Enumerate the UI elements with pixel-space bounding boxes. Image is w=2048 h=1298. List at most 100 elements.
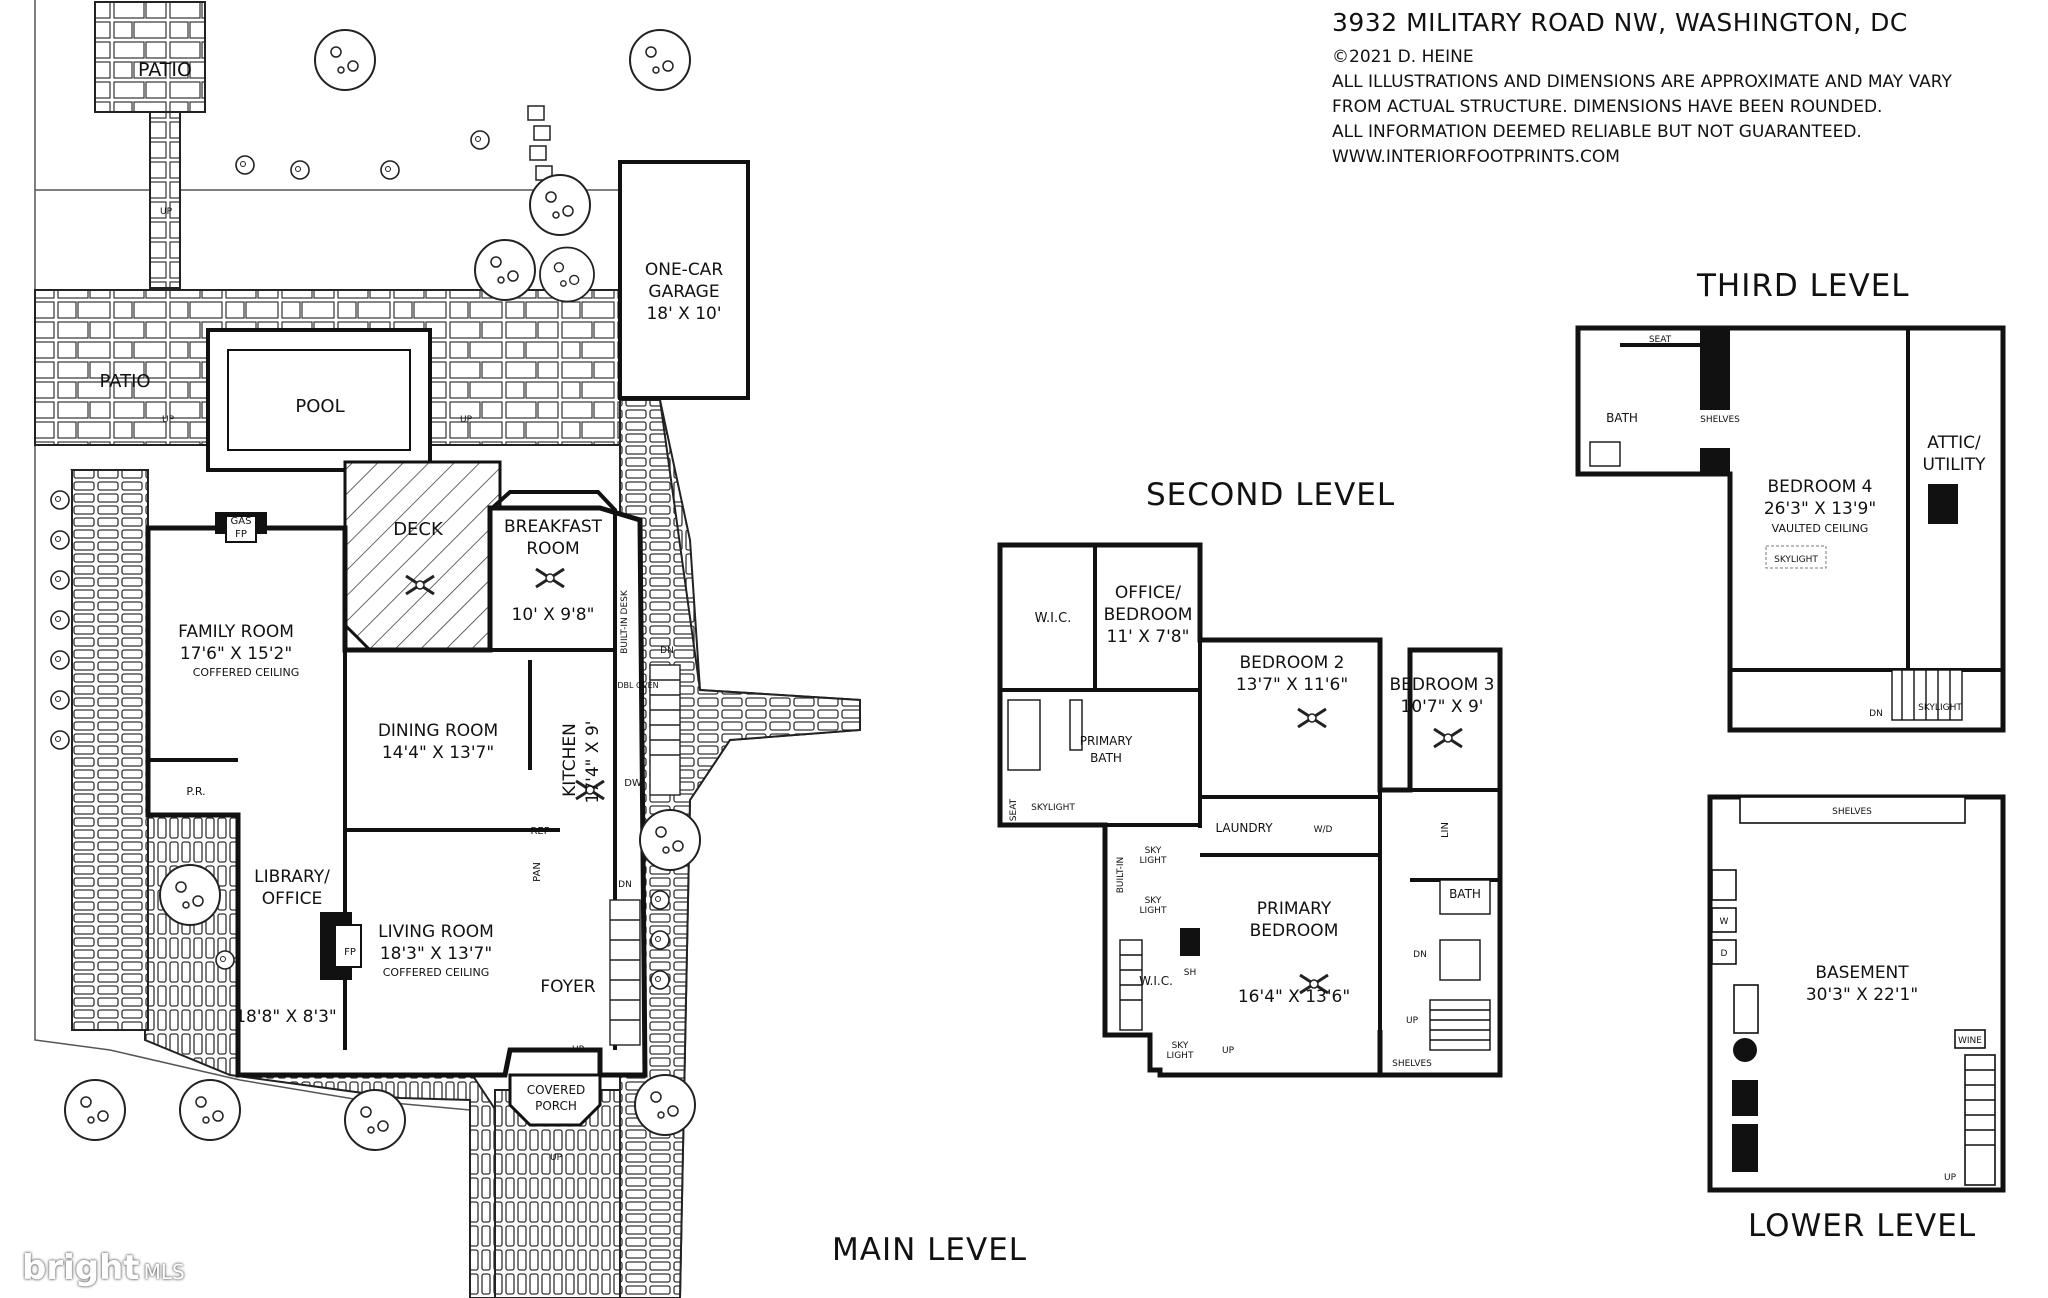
label-main-up-3: UP — [460, 415, 473, 425]
label-light-2: LIGHT — [1140, 906, 1167, 916]
label-breakfast-2: ROOM — [526, 539, 579, 559]
label-wic: W.I.C. — [1035, 611, 1072, 626]
label-wd: W/D — [1314, 825, 1333, 835]
label-builtin: BUILT-IN — [1116, 857, 1126, 894]
second-level-plan — [997, 542, 1503, 1078]
disclaimer-line-3: ALL INFORMATION DEEMED RELIABLE BUT NOT … — [1332, 122, 1862, 142]
label-library-2: OFFICE — [262, 889, 323, 909]
label-main-up-5: UP — [550, 1153, 563, 1163]
label-living-note: COFFERED CEILING — [383, 966, 490, 979]
label-living-dim: 18'3" X 13'7" — [380, 944, 492, 964]
third-level-plan — [1575, 325, 2006, 733]
main-level-title: MAIN LEVEL — [832, 1232, 1028, 1268]
label-dryer: D — [1721, 949, 1728, 959]
copyright-text: ©2021 D. HEINE — [1332, 47, 1474, 67]
label-primary-bath-2: BATH — [1090, 751, 1122, 765]
label-third-dn: DN — [1869, 709, 1883, 719]
label-sky-2: SKY — [1145, 896, 1162, 906]
label-wine: WINE — [1958, 1036, 1982, 1046]
label-wic-2: W.I.C. — [1139, 974, 1173, 988]
label-third-skylight-2: SKYLIGHT — [1918, 703, 1962, 713]
label-garage-dim: 18' X 10' — [646, 304, 721, 324]
label-washer: W — [1720, 917, 1729, 927]
label-office-1: OFFICE/ — [1115, 583, 1182, 603]
label-dining-dim: 14'4" X 13'7" — [382, 743, 494, 763]
label-main-dn-2: DN — [618, 880, 632, 890]
label-second-shelves: SHELVES — [1392, 1059, 1432, 1069]
label-family-room: FAMILY ROOM — [178, 622, 294, 642]
label-living-room: LIVING ROOM — [378, 922, 494, 942]
label-lower-up: UP — [1944, 1173, 1957, 1183]
label-deck: DECK — [393, 519, 444, 540]
watermark-suffix: MLS — [143, 1260, 185, 1284]
label-seat: SEAT — [1009, 798, 1019, 821]
label-sh: SH — [1184, 968, 1196, 978]
label-main-up-4: UP — [572, 1045, 585, 1055]
label-primary-bath-1: PRIMARY — [1080, 734, 1133, 748]
label-dbl-oven: DBL OVEN — [617, 681, 658, 690]
disclaimer-line-1: ALL ILLUSTRATIONS AND DIMENSIONS ARE APP… — [1332, 72, 1952, 92]
label-garage-2: GARAGE — [648, 282, 719, 302]
label-builtin-desk: BUILT-IN DESK — [620, 589, 630, 654]
label-primary-bed-2: BEDROOM — [1250, 921, 1339, 941]
label-lin: LIN — [1440, 822, 1451, 838]
label-skylight-2a: SKYLIGHT — [1031, 803, 1075, 813]
label-second-dn: DN — [1413, 950, 1427, 960]
label-bath-2: BATH — [1449, 887, 1481, 901]
label-bed4: BEDROOM 4 — [1768, 477, 1873, 497]
label-ref: REF — [530, 826, 549, 837]
label-bed4-note: VAULTED CEILING — [1772, 522, 1869, 535]
label-third-bath: BATH — [1606, 411, 1638, 425]
label-second-up-1: UP — [1222, 1046, 1235, 1056]
label-living-fp: FP — [344, 947, 356, 958]
label-sky-3: SKY — [1172, 1041, 1189, 1051]
website-text: WWW.INTERIORFOOTPRINTS.COM — [1332, 147, 1620, 167]
label-bed3-dim: 10'7" X 9' — [1401, 697, 1484, 717]
watermark-brand: bright — [22, 1248, 140, 1288]
label-porch-1: COVERED — [527, 1083, 586, 1097]
label-bed3: BEDROOM 3 — [1390, 675, 1495, 695]
label-patio-left: PATIO — [99, 371, 150, 392]
label-attic-1: ATTIC/ — [1927, 433, 1981, 453]
label-foyer: FOYER — [540, 977, 595, 997]
label-dw: DW — [624, 778, 642, 789]
label-family-dim: 17'6" X 15'2" — [180, 644, 292, 664]
label-main-up-2: UP — [162, 415, 175, 425]
label-powder-room: P.R. — [186, 785, 205, 798]
label-sky-1: SKY — [1145, 846, 1162, 856]
label-office-2: BEDROOM — [1104, 605, 1193, 625]
label-basement-dim: 30'3" X 22'1" — [1806, 985, 1918, 1005]
label-second-up-2: UP — [1406, 1016, 1419, 1026]
lower-level-plan — [1707, 794, 2006, 1193]
label-lower-shelves: SHELVES — [1832, 807, 1872, 817]
label-primary-bed-dim: 16'4" X 13'6" — [1238, 987, 1350, 1007]
label-primary-bed-1: PRIMARY — [1257, 899, 1332, 919]
label-bed2: BEDROOM 2 — [1240, 653, 1345, 673]
label-breakfast-1: BREAKFAST — [504, 517, 603, 537]
label-dining-room: DINING ROOM — [378, 721, 498, 741]
label-main-dn-1: DN — [660, 646, 674, 656]
label-breakfast-dim: 10' X 9'8" — [512, 605, 595, 625]
second-level-title: SECOND LEVEL — [1146, 477, 1396, 513]
label-third-seat: SEAT — [1649, 335, 1672, 345]
label-basement: BASEMENT — [1815, 963, 1909, 983]
lower-level-title: LOWER LEVEL — [1748, 1208, 1977, 1244]
label-third-shelves: SHELVES — [1700, 415, 1740, 425]
label-garage-1: ONE-CAR — [645, 260, 723, 280]
label-kitchen: KITCHEN — [560, 723, 580, 797]
label-porch-2: PORCH — [535, 1099, 577, 1113]
address-title: 3932 MILITARY ROAD NW, WASHINGTON, DC — [1332, 8, 1908, 37]
label-gas-fp: FP — [235, 529, 247, 540]
label-office-dim: 11' X 7'8" — [1107, 627, 1190, 647]
label-main-up-1: UP — [160, 207, 173, 217]
label-third-skylight: SKYLIGHT — [1774, 555, 1818, 565]
label-gas: GAS — [231, 516, 252, 527]
label-family-note: COFFERED CEILING — [193, 666, 300, 679]
label-laundry: LAUNDRY — [1215, 821, 1273, 835]
label-light-1: LIGHT — [1140, 856, 1167, 866]
header-block: 3932 MILITARY ROAD NW, WASHINGTON, DC ©2… — [1332, 8, 2032, 170]
label-library-1: LIBRARY/ — [254, 867, 330, 887]
label-pool: POOL — [295, 396, 344, 417]
